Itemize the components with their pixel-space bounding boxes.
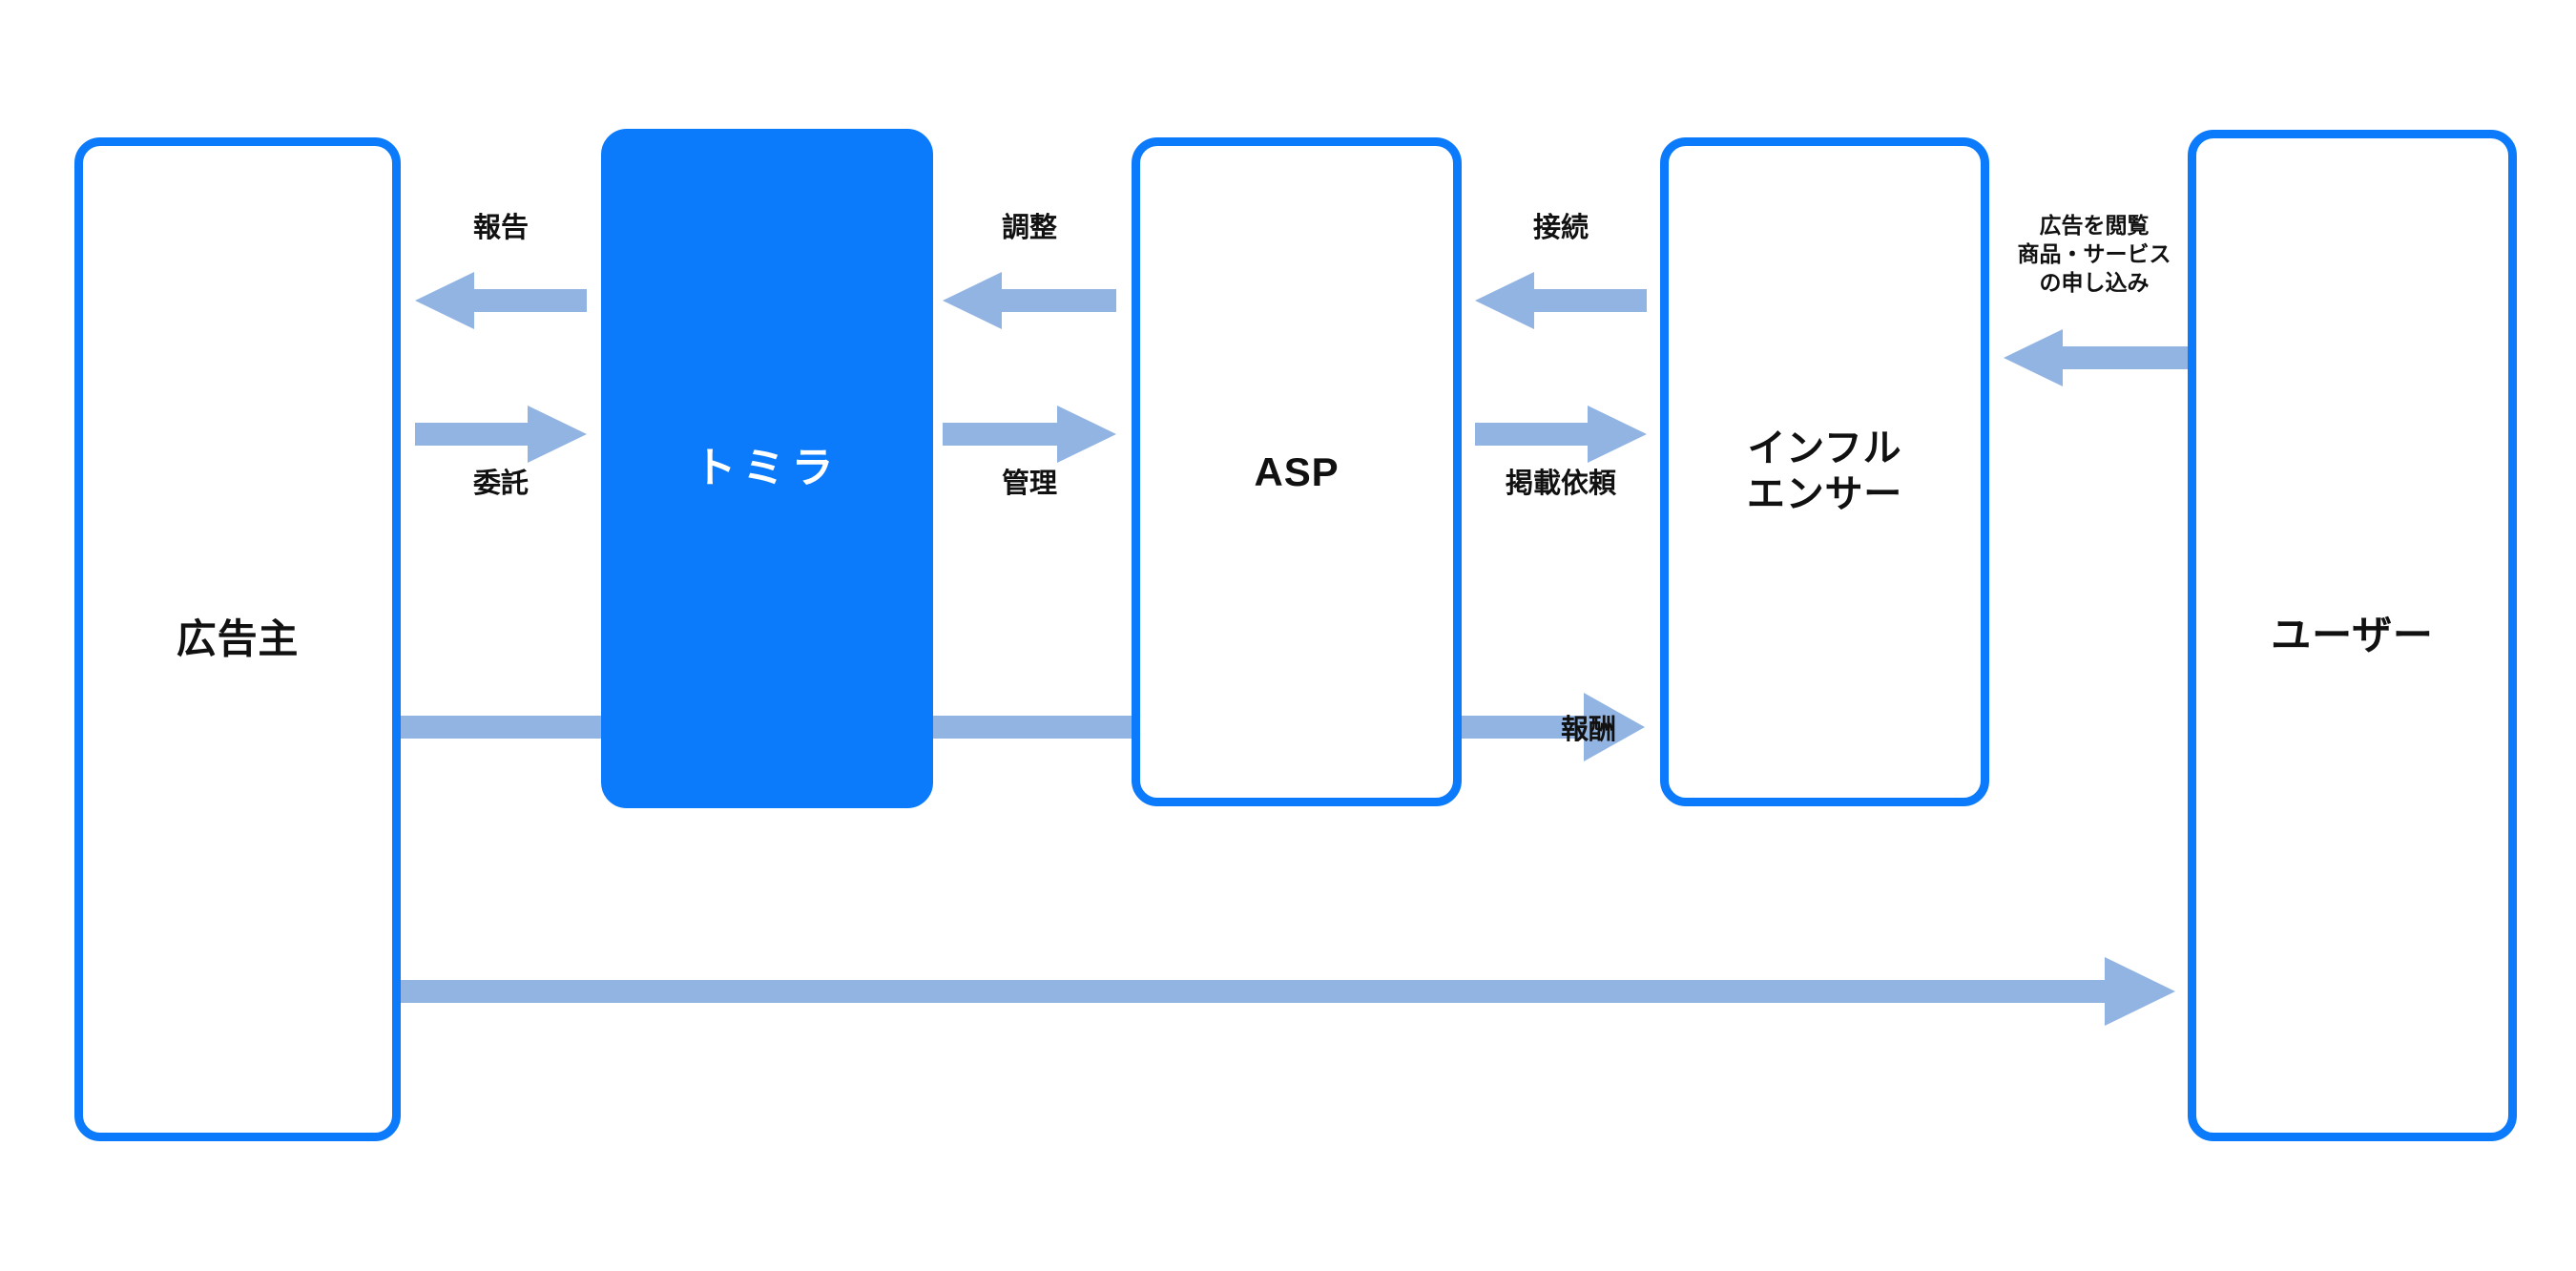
node-influencer-label: インフル エンサー <box>1747 427 1902 516</box>
arrow-entrust <box>415 406 587 463</box>
edge-label-reward: 報酬 <box>1560 715 1616 745</box>
node-advertiser[interactable]: 広告主 <box>74 137 401 1141</box>
edge-label-browse-line3: の申し込み <box>2039 269 2150 295</box>
edge-label-adjust: 調整 <box>1001 213 1057 243</box>
node-influencer-label-line1: インフル <box>1747 427 1902 470</box>
node-influencer-label-line2: エンサー <box>1746 472 1903 515</box>
arrow-adjust <box>943 272 1116 329</box>
node-user-label: ユーザー <box>2271 613 2434 658</box>
edge-label-report: 報告 <box>472 213 529 243</box>
arrow-browse <box>2004 329 2189 386</box>
node-asp-label: ASP <box>1254 448 1340 494</box>
node-asp[interactable]: ASP <box>1132 137 1462 806</box>
edge-label-publish: 掲載依頼 <box>1505 469 1616 499</box>
edge-label-browse-line1: 広告を閲覧 <box>2039 213 2150 238</box>
arrow-connect <box>1475 272 1647 329</box>
edge-label-entrust: 委託 <box>472 469 529 499</box>
arrow-delivery <box>401 957 2175 1026</box>
edge-label-connect: 接続 <box>1532 213 1589 243</box>
node-advertiser-label: 広告主 <box>176 616 300 662</box>
arrow-manage <box>943 406 1116 463</box>
edge-label-browse-line2: 商品・サービス <box>2017 240 2171 266</box>
node-tomira[interactable]: トミラ <box>601 129 933 808</box>
arrow-report <box>415 272 587 329</box>
edge-label-browse: 広告を閲覧 商品・サービス の申し込み <box>1994 212 2194 298</box>
edge-label-manage: 管理 <box>1001 469 1057 499</box>
arrow-publish <box>1475 406 1647 463</box>
node-tomira-label: トミラ <box>694 445 841 492</box>
node-influencer[interactable]: インフル エンサー <box>1660 137 1989 806</box>
node-user[interactable]: ユーザー <box>2188 130 2517 1141</box>
